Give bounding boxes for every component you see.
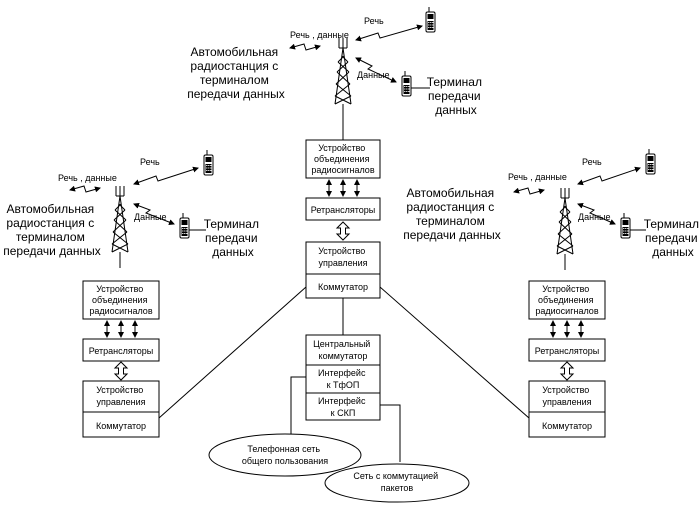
radio-tower-icon (111, 185, 129, 269)
combiner-label: Устройство объединения радиосигналов (311, 143, 374, 175)
repeaters-box (82, 338, 160, 362)
label-speech-data: Речь , данные (58, 173, 117, 183)
handheld-phone-icon (203, 149, 214, 176)
control-switch-box (528, 380, 606, 438)
radio-tower-icon (556, 187, 574, 271)
radio-link-data (577, 202, 616, 225)
radio-link-data (355, 57, 397, 83)
terminal-label: Терминал передачи данных (644, 217, 700, 259)
packet-network-ellipse (324, 463, 470, 503)
switch-label: Коммутатор (542, 421, 592, 431)
link-to-packet-network (380, 404, 401, 462)
radio-link-speech-data (513, 187, 545, 195)
data-terminal-icon (620, 212, 631, 239)
handheld-phone-icon (425, 6, 436, 33)
control-switch-box (82, 380, 160, 438)
right-site: Речь , данные Речь Данные Автомобильная … (403, 148, 700, 438)
combiner-box (528, 280, 606, 320)
left-site: Речь , данные Речь Данные Автомобильная … (3, 149, 263, 438)
repeaters-label: Ретрансляторы (89, 346, 154, 356)
radio-link-speech-data (289, 43, 321, 51)
mobile-station-label: Автомобильная радиостанция с терминалом … (3, 202, 101, 258)
double-arrow-icon (114, 361, 128, 381)
mobile-station-label: Автомобильная радиостанция с терминалом … (403, 186, 501, 242)
repeaters-label: Ретрансляторы (311, 205, 376, 215)
label-speech-data: Речь , данные (290, 30, 349, 40)
combiner-box (305, 139, 381, 179)
combiner-box (82, 280, 160, 320)
central-switch-label: Центральный коммутатор (313, 339, 373, 361)
switch-label: Коммутатор (318, 282, 368, 292)
radio-link-data (133, 202, 175, 225)
combiner-label: Устройство объединения радиосигналов (89, 284, 152, 316)
link-left-to-center (158, 286, 307, 419)
double-arrow-icon (560, 361, 574, 381)
repeaters-box (528, 338, 606, 362)
control-label: Устройство управления (542, 385, 592, 407)
double-arrow-icon (336, 221, 350, 241)
data-terminal-icon (401, 70, 412, 97)
terminal-label: Терминал передачи данных (427, 75, 486, 117)
repeaters-label: Ретрансляторы (535, 346, 600, 356)
link-to-pstn (290, 376, 306, 436)
radio-link-speech (133, 166, 199, 186)
radio-tower-icon (334, 37, 352, 121)
signal-arrows (553, 321, 581, 337)
switch-label: Коммутатор (96, 421, 146, 431)
terminal-label: Терминал передачи данных (204, 217, 263, 259)
label-data: Данные (357, 70, 390, 80)
packet-network-label: Сеть с коммутацией пакетов (353, 471, 440, 493)
pstn-network-label: Телефонная сеть общего пользования (242, 444, 328, 466)
label-speech: Речь (140, 157, 160, 167)
radio-link-speech (355, 24, 423, 42)
label-speech: Речь (582, 157, 602, 167)
mobile-station-label: Автомобильная радиостанция с терминалом … (187, 45, 285, 101)
central-switch-group: Центральный коммутатор Интерфейс к ТфОП … (158, 286, 530, 503)
handheld-phone-icon (645, 148, 656, 175)
combiner-label: Устройство объединения радиосигналов (535, 284, 598, 316)
label-data: Данные (578, 212, 611, 222)
data-terminal-icon (179, 212, 190, 239)
signal-arrows (329, 180, 357, 196)
label-speech-data: Речь , данные (508, 172, 567, 182)
pstn-interface-label: Интерфейс к ТфОП (318, 368, 368, 390)
center-site: Речь , данные Речь Данные Автомобильная … (187, 6, 486, 299)
label-speech: Речь (364, 16, 384, 26)
pstn-network-ellipse (208, 433, 362, 477)
radio-link-speech-data (69, 185, 101, 193)
packet-interface-label: Интерфейс к СКП (318, 396, 368, 418)
radio-link-speech (577, 166, 641, 186)
control-label: Устройство управления (96, 385, 146, 407)
control-label: Устройство управления (318, 246, 368, 268)
label-data: Данные (134, 212, 167, 222)
central-switch-box (305, 334, 381, 421)
repeaters-box (305, 197, 381, 221)
signal-arrows (107, 321, 135, 337)
link-right-to-center (379, 286, 530, 419)
